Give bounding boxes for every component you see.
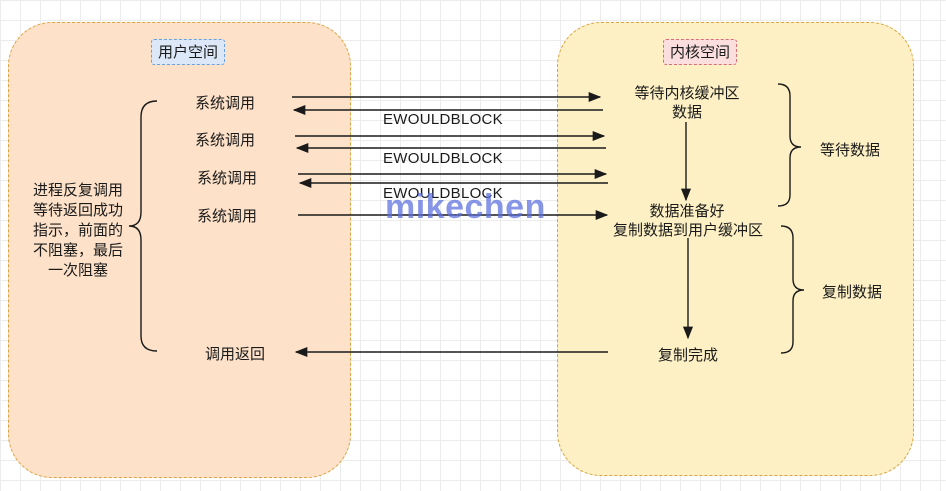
user-note-line-3: 指示，前面的 (32, 221, 123, 239)
data-ready-label: 数据准备好 (649, 202, 725, 220)
wait-kernel-buffer: 等待内核缓冲区 数据 (612, 84, 762, 122)
syscall-label-3: 系统调用 (197, 169, 258, 187)
syscall-label-2: 系统调用 (195, 131, 256, 149)
return-label: 调用返回 (205, 345, 266, 363)
wait-kernel-buffer-line-1: 等待内核缓冲区 (634, 84, 740, 102)
copy-to-user-label: 复制数据到用户缓冲区 (612, 221, 763, 239)
phase-copy-data-label: 复制数据 (822, 283, 883, 301)
user-left-brace (128, 100, 158, 352)
ewouldblock-label-1: EWOULDBLOCK (383, 111, 503, 128)
copy-data-brace (780, 225, 805, 354)
user-note-line-2: 等待返回成功 (32, 201, 123, 219)
user-note-line-4: 不阻塞，最后 (32, 241, 123, 259)
ewouldblock-label-3: EWOULDBLOCK (383, 185, 503, 202)
copy-done-label: 复制完成 (657, 346, 718, 364)
wait-data-brace (777, 83, 802, 207)
user-note-line-1: 进程反复调用 (32, 181, 123, 199)
phase-wait-data-label: 等待数据 (820, 141, 881, 159)
kernel-space-title: 内核空间 (663, 39, 738, 65)
watermark: mikechen (385, 188, 546, 226)
user-space-title: 用户空间 (151, 39, 226, 65)
syscall-label-4: 系统调用 (197, 207, 258, 225)
syscall-label-1: 系统调用 (195, 94, 256, 112)
ewouldblock-label-2: EWOULDBLOCK (383, 150, 503, 167)
user-note-line-5: 一次阻塞 (47, 261, 108, 279)
user-space-panel (8, 22, 351, 478)
user-note: 进程反复调用 等待返回成功 指示，前面的 不阻塞，最后 一次阻塞 (18, 180, 138, 280)
wait-kernel-buffer-line-2: 数据 (671, 103, 702, 121)
kernel-space-panel (557, 22, 914, 476)
